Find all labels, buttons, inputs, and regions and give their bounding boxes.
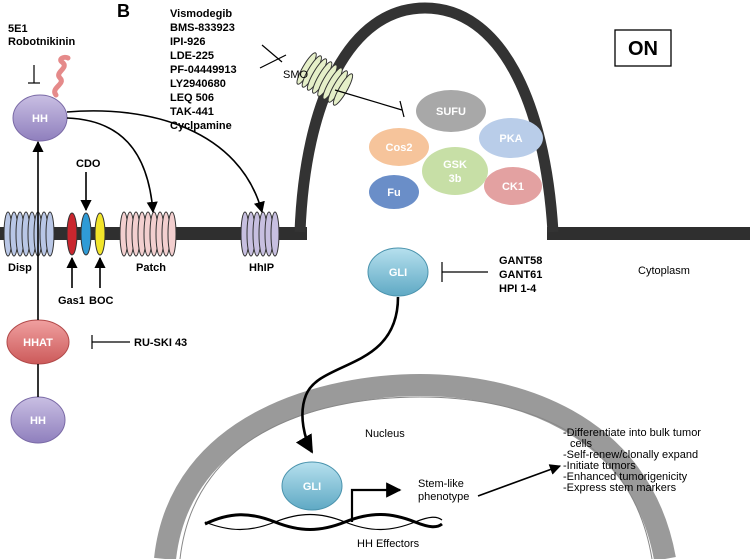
hhat-inhibitor-label: RU-SKI 43 bbox=[134, 337, 187, 349]
gli-inhibitor-3: HPI 1-4 bbox=[499, 283, 537, 295]
stem-like-label-1: Stem-like bbox=[418, 478, 464, 490]
sufu-protein bbox=[416, 90, 486, 132]
stem-like-label-2: phenotype bbox=[418, 491, 469, 503]
gsk3b-protein bbox=[422, 147, 488, 195]
cos2-protein bbox=[369, 128, 429, 166]
hh-inhibitor-2: Robotnikinin bbox=[8, 36, 75, 48]
receptor-coil bbox=[45, 211, 55, 257]
cdo-coreceptor bbox=[80, 212, 92, 256]
svg-text:LDE-225: LDE-225 bbox=[170, 50, 214, 62]
nucleus-envelope bbox=[154, 373, 676, 559]
smo-to-complex-line bbox=[334, 89, 403, 111]
svg-text:-Express stem markers: -Express stem markers bbox=[563, 482, 677, 494]
on-state-label: ON bbox=[628, 38, 658, 60]
transcription-start-arrow bbox=[350, 482, 402, 522]
smo-inhibitor-list: Vismodegib BMS-833923 IPI-926 LDE-225 PF… bbox=[170, 8, 237, 132]
hhat-label: HHAT bbox=[23, 337, 53, 349]
svg-text:-Initiate tumors: -Initiate tumors bbox=[563, 460, 636, 472]
svg-text:Vismodegib: Vismodegib bbox=[170, 8, 232, 20]
svg-text:cells: cells bbox=[570, 438, 593, 450]
outcome-list: -Differentiate into bulk tumor cells -Se… bbox=[563, 427, 701, 494]
svg-text:BMS-833923: BMS-833923 bbox=[170, 22, 235, 34]
gli-nucleus bbox=[281, 461, 343, 511]
gli-inhibitor-2: GANT61 bbox=[499, 269, 542, 281]
sufu-label: SUFU bbox=[436, 106, 466, 118]
ck1-label: CK1 bbox=[502, 181, 524, 193]
gli-inhibitor-1: GANT58 bbox=[499, 255, 542, 267]
receptor-coil bbox=[167, 211, 177, 257]
svg-text:-Self-renew/clonally expand: -Self-renew/clonally expand bbox=[563, 449, 698, 461]
smo-receptor bbox=[296, 52, 354, 106]
hhip-label: HhIP bbox=[249, 262, 274, 274]
stem-like-outcome-arrow bbox=[477, 464, 562, 497]
svg-text:-Differentiate into bulk tumor: -Differentiate into bulk tumor bbox=[563, 427, 701, 439]
svg-text:-Enhanced tumorigenicity: -Enhanced tumorigenicity bbox=[563, 471, 688, 483]
gsk3b-label-1: GSK bbox=[443, 159, 467, 171]
receptor-coil bbox=[270, 211, 280, 257]
cos2-label: Cos2 bbox=[386, 142, 413, 154]
smo-inhibition-line bbox=[261, 44, 283, 63]
hhip-receptor bbox=[240, 211, 280, 257]
boc-coreceptor bbox=[94, 212, 106, 256]
patch-receptor bbox=[119, 211, 177, 257]
svg-text:Cyclpamine: Cyclpamine bbox=[170, 120, 232, 132]
gli-translocation-arrow bbox=[295, 296, 400, 454]
nucleus-label: Nucleus bbox=[365, 428, 405, 440]
gli-nucleus-label: GLI bbox=[303, 481, 321, 493]
patch-label: Patch bbox=[136, 262, 166, 274]
hh-top-label: HH bbox=[32, 113, 48, 125]
hh-bottom-label: HH bbox=[30, 415, 46, 427]
hh-inhibitor-1: 5E1 bbox=[8, 23, 28, 35]
on-state-box bbox=[614, 29, 672, 67]
dna-icon bbox=[204, 513, 443, 531]
cytoplasm-label: Cytoplasm bbox=[638, 265, 690, 277]
cdo-label: CDO bbox=[76, 158, 101, 170]
hh-to-patch-arrow bbox=[66, 117, 158, 214]
svg-text:TAK-441: TAK-441 bbox=[170, 106, 214, 118]
boc-label: BOC bbox=[89, 295, 114, 307]
hh-effectors-label: HH Effectors bbox=[357, 538, 420, 550]
hh-to-hhip-arrow bbox=[66, 110, 265, 214]
fu-protein bbox=[369, 175, 419, 209]
pka-label: PKA bbox=[499, 133, 522, 145]
svg-text:PF-04449913: PF-04449913 bbox=[170, 64, 237, 76]
ck1-protein bbox=[484, 167, 542, 205]
gli-cytoplasm bbox=[367, 247, 429, 297]
smo-label: SMO bbox=[283, 69, 309, 81]
svg-text:LY2940680: LY2940680 bbox=[170, 78, 226, 90]
smo-to-complex-bar bbox=[399, 100, 405, 118]
pka-protein bbox=[479, 118, 543, 158]
panel-label: B bbox=[117, 1, 130, 21]
svg-text:IPI-926: IPI-926 bbox=[170, 36, 205, 48]
svg-text:LEQ 506: LEQ 506 bbox=[170, 92, 214, 104]
gsk3b-label-2: 3b bbox=[449, 173, 462, 185]
gas1-coreceptor bbox=[66, 212, 78, 256]
fu-label: Fu bbox=[387, 187, 400, 199]
disp-receptor bbox=[3, 211, 55, 257]
lipid-tail-icon bbox=[52, 54, 71, 98]
gli-cytoplasm-label: GLI bbox=[389, 267, 407, 279]
disp-label: Disp bbox=[8, 262, 32, 274]
smo-inhibition-bar bbox=[259, 54, 287, 69]
gas1-label: Gas1 bbox=[58, 295, 85, 307]
receptor-coil bbox=[332, 73, 354, 106]
